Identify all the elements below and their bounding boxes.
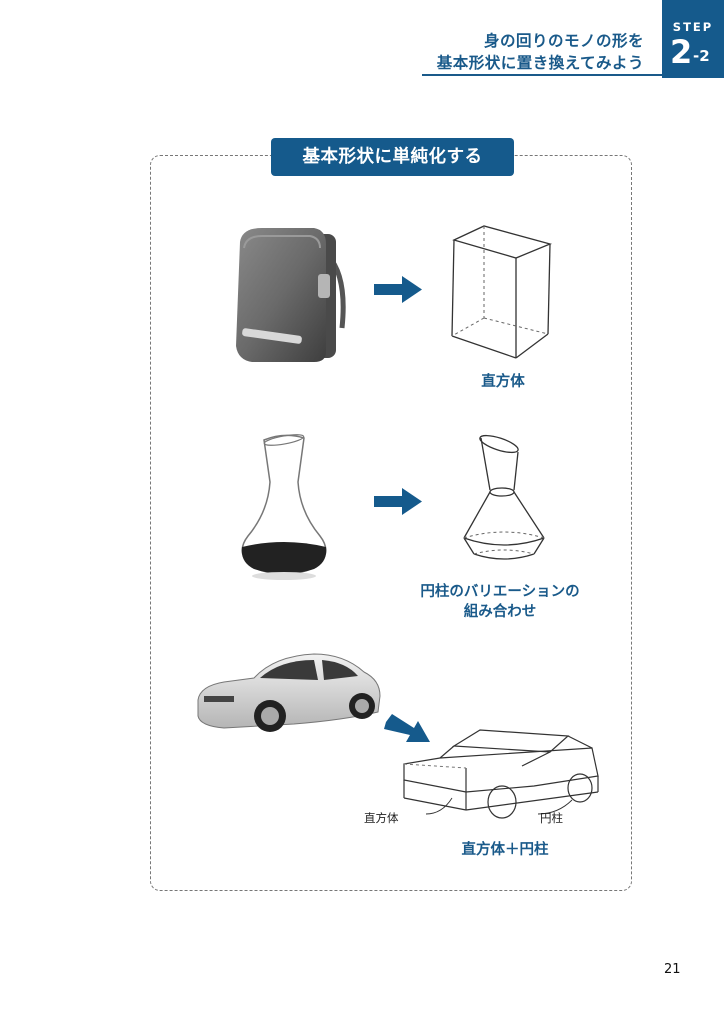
caption-cuboid-cylinder: 直方体＋円柱	[461, 842, 549, 858]
caption-cylinder-combination: 円柱のバリエーションの 組み合わせ	[380, 582, 620, 622]
section-title: 基本形状に単純化する	[271, 138, 514, 176]
step-number: 2	[670, 33, 693, 71]
caption-line-1: 円柱のバリエーションの	[420, 584, 580, 600]
heading-underline	[422, 74, 662, 76]
heading-line-1: 身の回りのモノの形を	[483, 32, 644, 50]
caption-line-2: 組み合わせ	[463, 604, 537, 620]
car-photo	[197, 653, 381, 732]
caption-cuboid: 直方体	[481, 374, 525, 390]
arrow-right-icon	[374, 276, 422, 303]
label-cylinder: 円柱	[540, 811, 563, 825]
page-heading: 身の回りのモノの形を 基本形状に置き換えてみよう	[437, 30, 644, 74]
heading-line-2: 基本形状に置き換えてみよう	[436, 54, 644, 72]
cuboid-sketch	[451, 225, 553, 359]
cylinder-combination-sketch	[463, 434, 545, 560]
arrow-down-right-icon	[384, 714, 430, 742]
car-box-sketch	[403, 729, 599, 819]
step-sub-number: -2	[693, 47, 710, 65]
step-badge: STEP 2 -2	[662, 0, 724, 78]
label-cuboid: 直方体	[364, 811, 399, 825]
school-backpack-photo	[236, 228, 346, 362]
step-label: STEP	[672, 20, 714, 34]
arrow-right-icon	[374, 488, 422, 515]
decanter-photo	[241, 434, 327, 580]
page-number: 21	[664, 962, 681, 977]
